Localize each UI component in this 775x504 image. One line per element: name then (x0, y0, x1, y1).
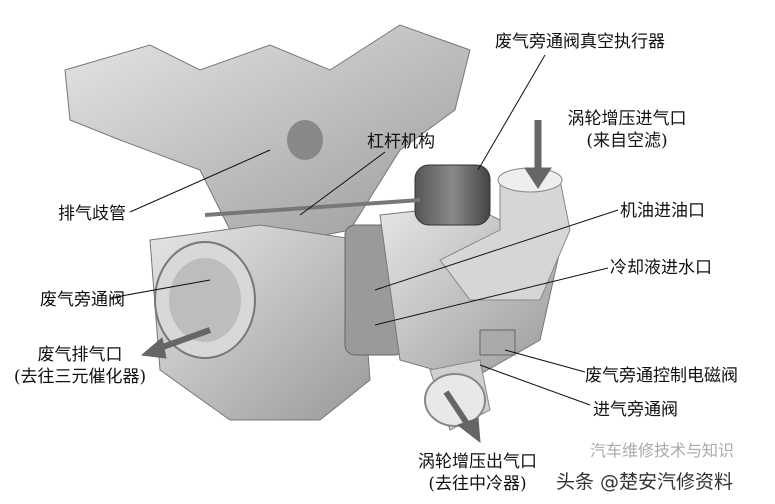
label-coolant-inlet: 冷却液进水口 (610, 258, 712, 278)
label-turbo-outlet-note: (去往中冷器) (428, 474, 527, 494)
label-lever: 杠杆机构 (367, 132, 435, 152)
label-exhaust-manifold: 排气歧管 (58, 204, 126, 224)
label-intake-bypass: 进气旁通阀 (593, 400, 678, 420)
label-oil-inlet: 机油进油口 (620, 201, 705, 221)
inlet-pipe-part (439, 179, 571, 301)
label-turbo-inlet: 涡轮增压进气口 (来自空滤) (552, 108, 702, 152)
label-wastegate: 废气旁通阀 (40, 290, 125, 310)
label-vacuum-actuator: 废气旁通阀真空执行器 (495, 32, 665, 52)
label-turbo-inlet-note: (来自空滤) (586, 131, 668, 151)
label-exhaust-outlet: 废气排气口 (去往三元催化器) (5, 344, 155, 388)
exhaust-manifold-part (64, 24, 471, 241)
label-wastegate-solenoid: 废气旁通控制电磁阀 (585, 366, 738, 386)
label-turbo-outlet-title: 涡轮增压出气口 (418, 452, 537, 472)
flow-arrows (140, 120, 552, 444)
label-exhaust-outlet-title: 废气排气口 (37, 345, 123, 365)
watermark-behind: 汽车维修技术与知识 (590, 441, 735, 460)
label-turbo-inlet-title: 涡轮增压进气口 (567, 109, 687, 129)
label-exhaust-outlet-note: (去往三元催化器) (13, 367, 147, 387)
leader-lines (109, 54, 619, 406)
vacuum-actuator-part (414, 164, 491, 226)
watermark: 头条 @楚安汽修资料 (556, 471, 734, 493)
label-turbo-outlet: 涡轮增压出气口 (去往中冷器) (410, 451, 545, 495)
